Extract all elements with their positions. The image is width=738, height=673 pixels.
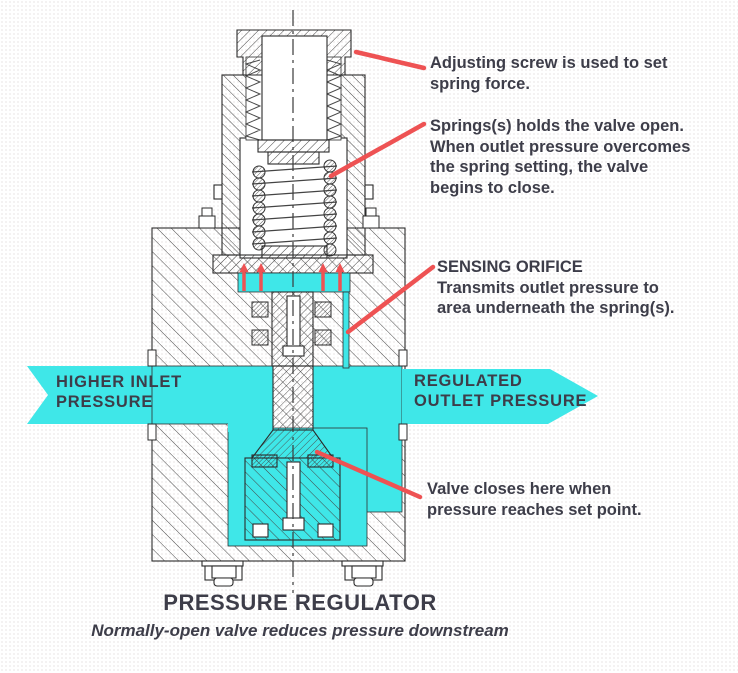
inlet-down-passage xyxy=(228,422,273,432)
sensing-chamber xyxy=(237,272,351,293)
pipe-flange-lips xyxy=(147,349,408,441)
leader-valve-closes xyxy=(314,449,423,500)
leader-adjusting-screw xyxy=(353,49,427,71)
pressure-up-arrows xyxy=(239,263,345,291)
leader-springs xyxy=(328,121,427,179)
inlet-channel xyxy=(151,365,274,425)
annotation-valve-closes: Valve closes here when pressure reaches … xyxy=(427,480,642,519)
leader-sensing-orifice xyxy=(345,264,436,335)
spring-coil-sections xyxy=(252,159,337,257)
plug-foot-left xyxy=(252,523,269,538)
annotation-adjusting-screw: Adjusting screw is used to set spring fo… xyxy=(430,54,668,93)
diagram-title: PRESSURE REGULATOR xyxy=(163,590,437,615)
body-top-bolts xyxy=(198,207,380,229)
bonnet-tab-right xyxy=(364,184,374,200)
diagram-subtitle: Normally-open valve reduces pressure dow… xyxy=(91,621,509,640)
spring xyxy=(251,165,338,245)
outlet-flow-label: REGULATED OUTLET PRESSURE xyxy=(414,372,588,410)
adjusting-screw-shank xyxy=(261,35,328,141)
bonnet-tab-left xyxy=(213,184,223,200)
outlet-flow-arrow xyxy=(402,369,598,424)
annotation-sensing-orifice: SENSING ORIFICE Transmits outlet pressur… xyxy=(437,258,675,317)
inlet-flow-arrow xyxy=(27,366,185,424)
bottom-bolt-right xyxy=(341,560,384,587)
bottom-bolt-left xyxy=(201,560,244,587)
annotation-springs: Springs(s) holds the valve open. When ou… xyxy=(430,117,691,197)
plug-foot-right xyxy=(317,523,334,538)
packing-glands xyxy=(251,301,332,346)
inlet-flow-label: HIGHER INLET PRESSURE xyxy=(56,373,183,411)
